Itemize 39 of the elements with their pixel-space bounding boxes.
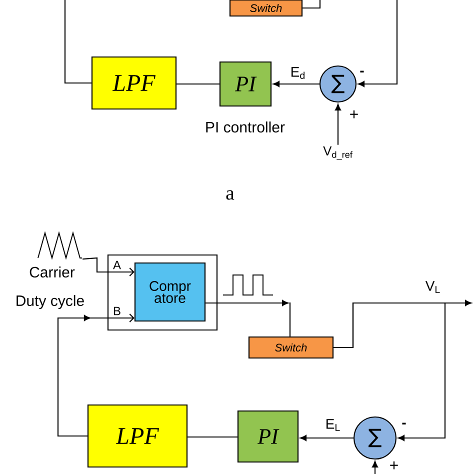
summing-junction: ∑: [353, 416, 397, 460]
arrow: [206, 300, 289, 306]
connector-line: [188, 436, 238, 438]
sign-label: -: [402, 422, 406, 424]
arrow: [335, 104, 342, 145]
connector-line: [302, 0, 321, 9]
comparator-box: Compr atore: [134, 262, 206, 322]
signal-label: V$_{d_ref}$: [323, 146, 352, 160]
arrow: [57, 314, 134, 437]
edge-label: E$_{L}$: [324, 418, 342, 432]
arrow: [300, 435, 354, 442]
panel-label: a: [226, 190, 234, 200]
sign-label: +: [390, 461, 398, 470]
filter-box: LPF: [87, 404, 188, 468]
sign-label: -: [360, 70, 364, 72]
switch-box: Switch: [229, 0, 303, 17]
edge-label: V$_{L}$: [424, 280, 442, 294]
sign-label: +: [350, 110, 358, 118]
input-label: Duty cycle: [16, 295, 84, 309]
edge-label: E$_{d}$: [289, 66, 307, 80]
connector-line: [176, 83, 220, 85]
caption-text: Carrier: [30, 266, 75, 278]
controller-box: PI: [219, 61, 272, 107]
controller-box: PI: [237, 410, 299, 463]
connector-line: [64, 0, 92, 84]
arrow: [372, 460, 378, 474]
port-label: A: [113, 260, 121, 270]
port-label: B: [114, 306, 120, 316]
connector-line: [289, 302, 291, 336]
sawtooth-drawing: [38, 231, 82, 260]
switch-box: Switch: [248, 336, 334, 359]
arrow: [272, 81, 320, 88]
arrow: [82, 257, 134, 276]
caption-text: PI controller: [206, 122, 285, 132]
enclosure-box: [107, 254, 218, 331]
arrow: [334, 302, 446, 442]
filter-box: LPF: [91, 56, 177, 110]
summing-junction: ∑: [319, 65, 357, 103]
arrow: [358, 0, 398, 88]
